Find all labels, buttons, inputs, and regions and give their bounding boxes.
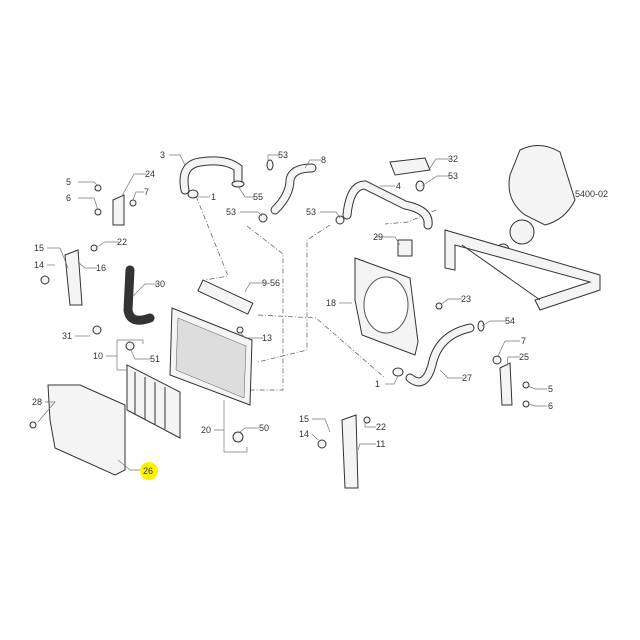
callouts: 3 53 8 32 24 5 7 1 55 4 53 6 53 53 15 22… xyxy=(32,150,608,476)
callout-label[interactable]: 14 xyxy=(299,429,309,439)
bracket-16 xyxy=(64,249,83,306)
intercooler xyxy=(197,279,254,315)
callout-label[interactable]: 53 xyxy=(306,207,316,217)
callout-label[interactable]: 10 xyxy=(93,351,103,361)
drawing-code-label: 5400-02 xyxy=(575,189,608,199)
callout-label[interactable]: 5 xyxy=(548,384,553,394)
callout-label[interactable]: 28 xyxy=(32,397,42,407)
bracket-25 xyxy=(499,362,513,406)
fasteners xyxy=(29,159,530,449)
callout-label[interactable]: 53 xyxy=(278,150,288,160)
bracket-32 xyxy=(389,157,431,176)
bracket-24 xyxy=(112,194,125,226)
callout-label[interactable]: 14 xyxy=(34,260,44,270)
callout-label[interactable]: 4 xyxy=(396,181,401,191)
callout-label[interactable]: 51 xyxy=(150,354,160,364)
front-panel xyxy=(47,384,126,476)
callout-label[interactable]: 25 xyxy=(519,352,529,362)
engine-fan-assembly xyxy=(444,145,601,311)
fan-shroud xyxy=(354,257,419,356)
callout-label[interactable]: 3 xyxy=(160,150,165,160)
callout-label[interactable]: 13 xyxy=(262,333,272,343)
callout-label[interactable]: 6 xyxy=(548,401,553,411)
callout-label[interactable]: 15 xyxy=(299,414,309,424)
callout-label[interactable]: 22 xyxy=(376,422,386,432)
callout-label[interactable]: 53 xyxy=(448,171,458,181)
callout-label[interactable]: 50 xyxy=(259,423,269,433)
hoses xyxy=(123,156,475,387)
bracket-11 xyxy=(341,414,359,489)
callout-label-highlighted[interactable]: 26 xyxy=(143,466,153,476)
condenser xyxy=(126,364,181,439)
callout-label[interactable]: 53 xyxy=(226,207,236,217)
callout-label[interactable]: 24 xyxy=(145,169,155,179)
callout-label[interactable]: 55 xyxy=(253,192,263,202)
callout-label[interactable]: 32 xyxy=(448,154,458,164)
leader-lines xyxy=(37,154,547,471)
callout-label[interactable]: 31 xyxy=(62,331,72,341)
callout-label[interactable]: 18 xyxy=(326,298,336,308)
callout-label[interactable]: 16 xyxy=(96,263,106,273)
callout-label[interactable]: 1 xyxy=(211,192,216,202)
callout-label[interactable]: 54 xyxy=(505,316,515,326)
callout-label[interactable]: 7 xyxy=(144,187,149,197)
callout-label[interactable]: 27 xyxy=(462,373,472,383)
callout-label[interactable]: 20 xyxy=(201,425,211,435)
callout-label[interactable]: 11 xyxy=(376,439,385,449)
callout-label[interactable]: 8 xyxy=(321,155,326,165)
callout-label[interactable]: 22 xyxy=(117,237,127,247)
callout-label[interactable]: 23 xyxy=(461,294,471,304)
highlight-marker xyxy=(140,462,158,480)
bracket-29 xyxy=(397,239,413,257)
callout-label[interactable]: 29 xyxy=(373,232,383,242)
callout-label[interactable]: 30 xyxy=(155,279,165,289)
callout-label[interactable]: 9-56 xyxy=(262,278,280,288)
callout-label[interactable]: 15 xyxy=(34,243,44,253)
callout-label[interactable]: 5 xyxy=(66,177,71,187)
callout-label[interactable]: 6 xyxy=(66,193,71,203)
radiator xyxy=(169,307,253,406)
callout-label[interactable]: 1 xyxy=(375,379,380,389)
callout-label[interactable]: 7 xyxy=(521,336,526,346)
